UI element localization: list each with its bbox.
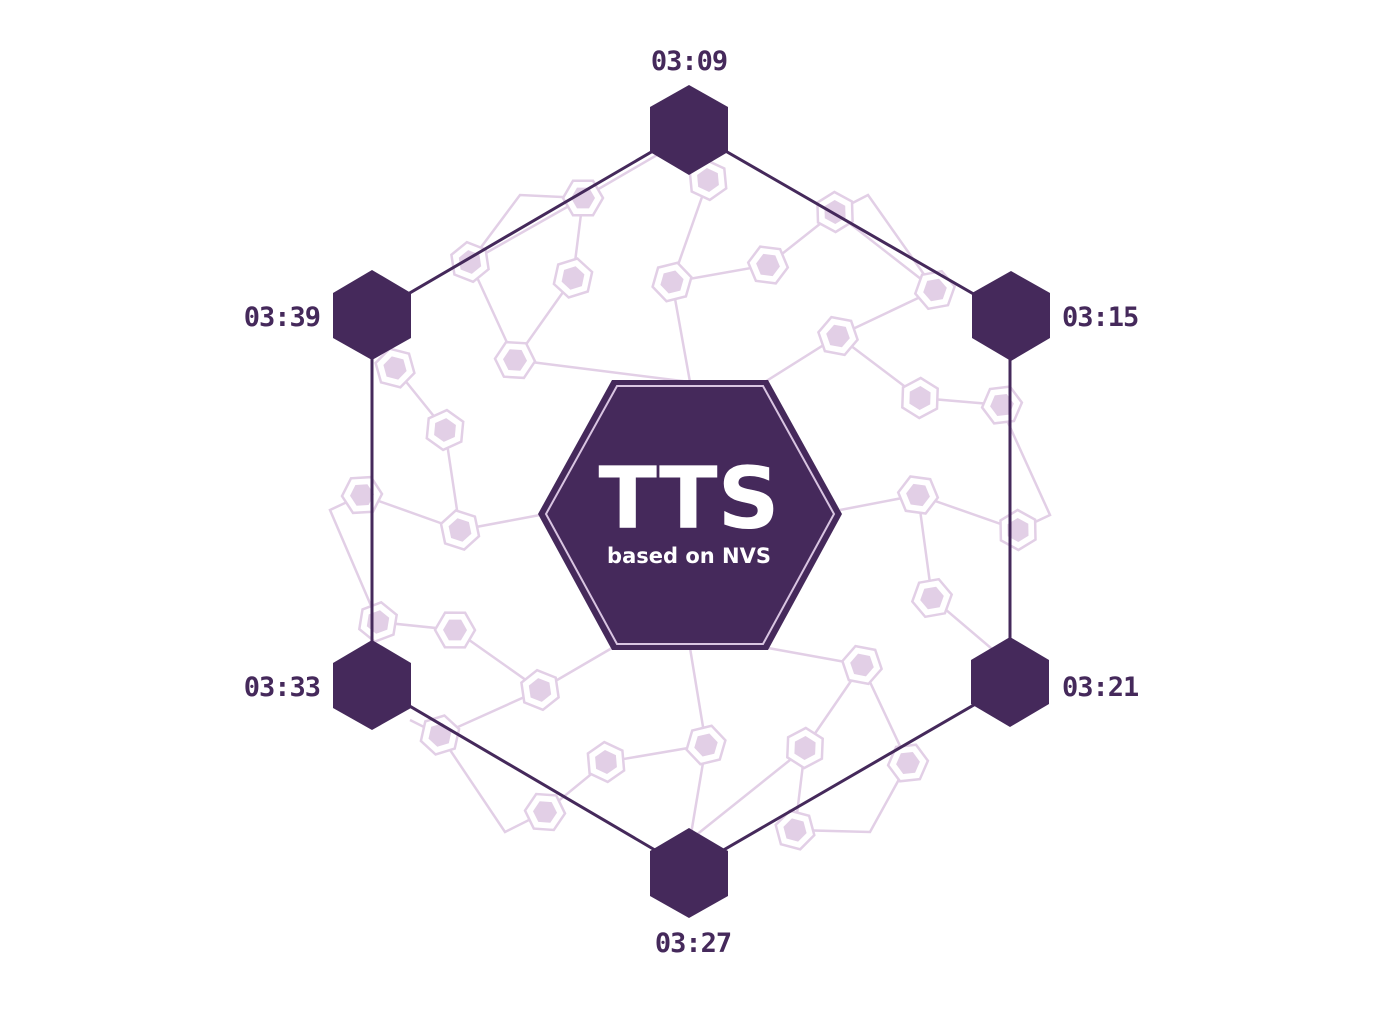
node-bottom: 03:27 (650, 828, 732, 959)
node-hexagon-lower-right (971, 637, 1049, 727)
background-ring-core (448, 518, 472, 542)
background-ring-core (503, 349, 527, 371)
node-hexagon-top (650, 85, 728, 175)
background-ring-core (850, 653, 874, 677)
background-ring-core (1007, 518, 1029, 542)
center-hexagon: TTS based on NVS (538, 380, 842, 650)
time-label-bottom: 03:27 (655, 928, 731, 959)
background-ring-core (794, 736, 816, 760)
background-ring-core (923, 278, 947, 302)
node-lower-left: 03:33 (244, 640, 411, 730)
background-ring-core (906, 483, 930, 507)
background-ring-core (443, 619, 467, 641)
background-ring-core (595, 750, 617, 774)
background-ring-core (660, 270, 684, 294)
background-ring-core (783, 818, 807, 842)
background-ring-core (434, 418, 456, 442)
background-ring-core (694, 733, 718, 757)
background-ring-core (896, 752, 920, 774)
background-ring-core (697, 168, 719, 192)
center-title: TTS (598, 449, 779, 549)
node-hexagon-upper-left (333, 270, 411, 360)
background-ring-core (428, 723, 452, 747)
node-hexagon-upper-right (972, 271, 1050, 361)
background-molecule-pattern (328, 128, 1052, 851)
time-label-top: 03:09 (651, 46, 727, 77)
background-ring-core (571, 187, 595, 209)
background-ring-core (528, 678, 552, 702)
background-ring-core (350, 484, 374, 506)
node-hexagon-bottom (650, 828, 728, 918)
background-ring-core (826, 324, 850, 348)
background-ring-core (990, 394, 1014, 416)
center-subtitle: based on NVS (607, 544, 771, 568)
background-ring-core (533, 801, 557, 823)
time-label-upper-left: 03:39 (244, 302, 320, 333)
background-ring-core (561, 266, 585, 290)
node-lower-right: 03:21 (971, 637, 1139, 727)
node-upper-right: 03:15 (972, 271, 1139, 361)
node-upper-left: 03:39 (244, 270, 411, 360)
time-label-lower-left: 03:33 (244, 672, 320, 703)
time-label-lower-right: 03:21 (1062, 672, 1138, 703)
node-hexagon-lower-left (333, 640, 411, 730)
node-top: 03:09 (650, 46, 728, 175)
background-ring-core (383, 356, 407, 380)
time-label-upper-right: 03:15 (1062, 302, 1138, 333)
background-ring-core (909, 386, 931, 410)
background-ring-core (756, 253, 780, 277)
background-ring-core (920, 586, 944, 610)
